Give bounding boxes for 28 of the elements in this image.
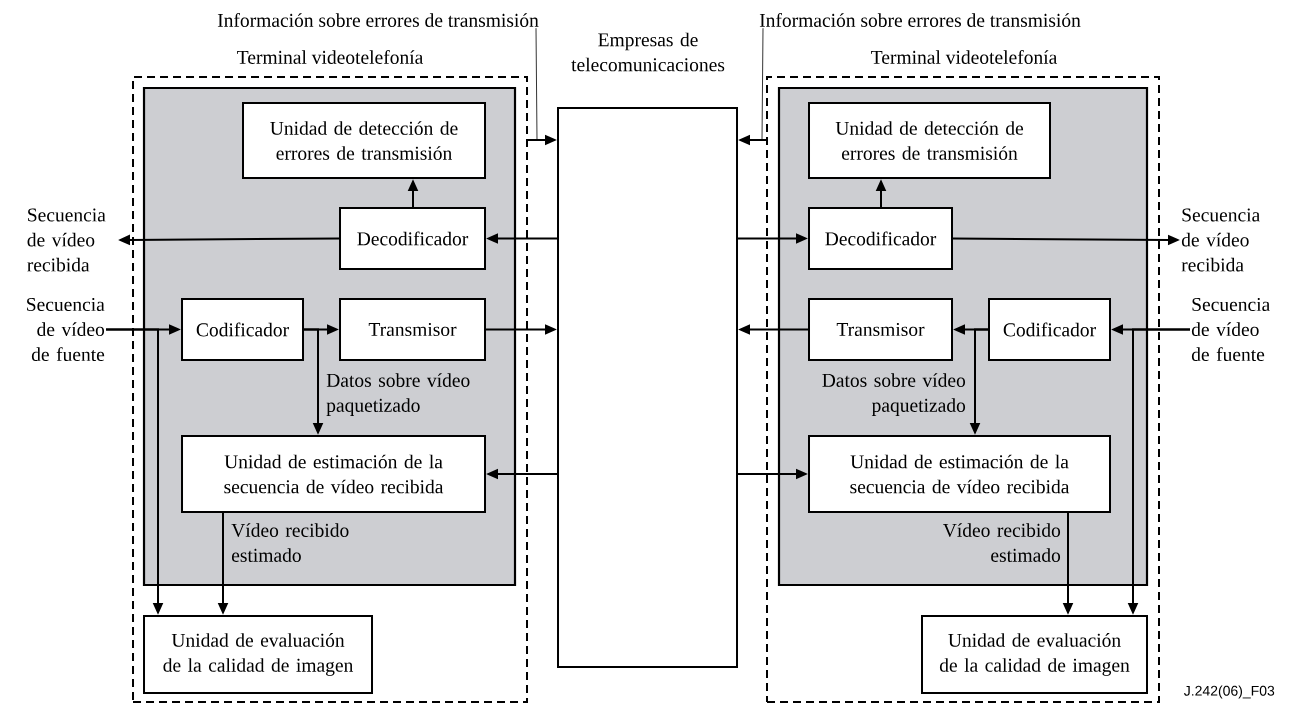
frame-title: Terminal videotelefonía	[237, 50, 424, 64]
signal-label: Secuencia de vídeo de fuente	[27, 297, 105, 362]
process-box: Transmisor	[808, 298, 953, 361]
edge-label: Vídeo recibido estimado	[231, 523, 349, 562]
process-box: Unidad de detección de errores de transmisión	[808, 102, 1051, 179]
process-box: Unidad de estimación de la secuencia de vídeo recibida	[808, 435, 1111, 513]
figure-number: J.242(06)_F03	[1183, 685, 1275, 699]
annotation-text: Información sobre errores de transmisión	[217, 13, 539, 27]
signal-label: Secuencia de vídeo de fuente	[1191, 297, 1270, 362]
process-box: Unidad de estimación de la secuencia de vídeo recibida	[181, 435, 486, 513]
leader-line	[761, 27, 764, 141]
process-box: Codificador	[988, 298, 1111, 361]
signal-label: Secuencia de vídeo recibida	[1181, 208, 1260, 272]
process-box: Unidad de evaluación de la calidad de imagen	[143, 615, 373, 694]
process-box: Unidad de evaluación de la calidad de imagen	[921, 615, 1148, 694]
process-box: Decodificador	[808, 207, 953, 270]
process-box: Decodificador	[339, 207, 486, 270]
frame-title: Terminal videotelefonía	[871, 50, 1058, 64]
edge-label: Datos sobre vídeo paquetizado	[326, 373, 470, 416]
leader-line	[535, 27, 538, 141]
process-box: Unidad de detección de errores de transmisión	[242, 102, 486, 179]
process-box: Codificador	[181, 298, 304, 361]
box-title: Empresas de telecomunicaciones	[571, 32, 725, 72]
edge-label: Vídeo recibido estimado	[943, 523, 1061, 562]
process-box: Transmisor	[339, 298, 486, 361]
annotation-text: Información sobre errores de transmisión	[759, 13, 1081, 27]
signal-label: Secuencia de vídeo recibida	[27, 208, 106, 272]
edge-label: Datos sobre vídeo paquetizado	[822, 373, 966, 416]
